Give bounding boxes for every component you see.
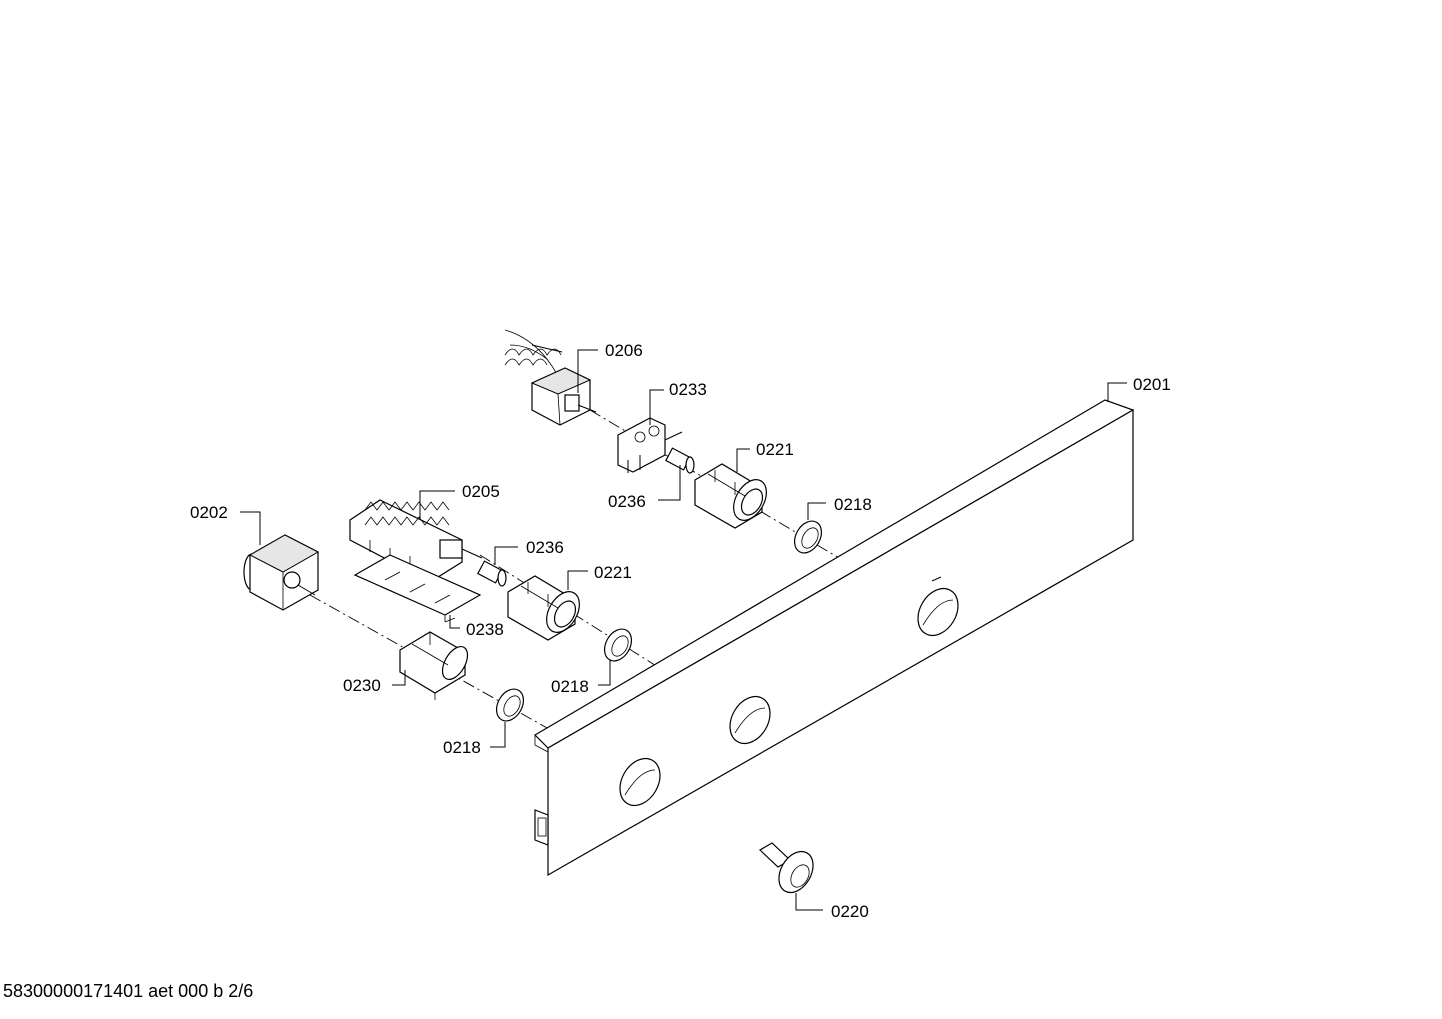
document-id: 58300000171401 aet 000 b 2/6 (3, 981, 253, 1001)
label-0236-upper: 0236 (608, 492, 646, 511)
thermostat-0206 (504, 329, 597, 426)
label-0233: 0233 (669, 380, 707, 399)
bezel-ring-0218-lower (495, 688, 525, 722)
bezel-ring-0218-upper (793, 520, 823, 554)
bezel-ring-0218-middle (603, 628, 633, 662)
label-0202: 0202 (190, 503, 228, 522)
label-0220: 0220 (831, 902, 869, 921)
label-0205: 0205 (462, 482, 500, 501)
selector-switch-0205 (349, 499, 483, 583)
coupling-0236-lower (477, 560, 507, 587)
label-0236-lower: 0236 (526, 538, 564, 557)
panel-hole-1 (619, 757, 661, 807)
label-0218-lower: 0218 (443, 738, 481, 757)
coupling-0236-upper (665, 447, 695, 474)
label-0206: 0206 (605, 341, 643, 360)
label-0238: 0238 (466, 620, 504, 639)
label-0230: 0230 (343, 676, 381, 695)
plate-0238 (353, 554, 482, 623)
panel-hole-3 (917, 587, 959, 637)
switch-body-0221-lower (507, 575, 580, 641)
knob-0220 (759, 842, 814, 894)
regulator-0202 (243, 534, 320, 611)
label-0218-middle: 0218 (551, 677, 589, 696)
label-0221-lower: 0221 (594, 563, 632, 582)
label-0218-upper: 0218 (834, 495, 872, 514)
switch-body-0230 (399, 631, 469, 700)
part-labels: 0206 0233 0201 0221 0236 0218 0205 0202 … (190, 341, 1171, 921)
label-0201: 0201 (1133, 375, 1171, 394)
control-panel-0201 (534, 399, 1135, 877)
label-0221-upper: 0221 (756, 440, 794, 459)
bracket-0233 (617, 417, 683, 473)
leader-lines (240, 349, 1127, 911)
switch-body-0221-upper (694, 463, 767, 529)
panel-hole-2 (729, 695, 771, 745)
